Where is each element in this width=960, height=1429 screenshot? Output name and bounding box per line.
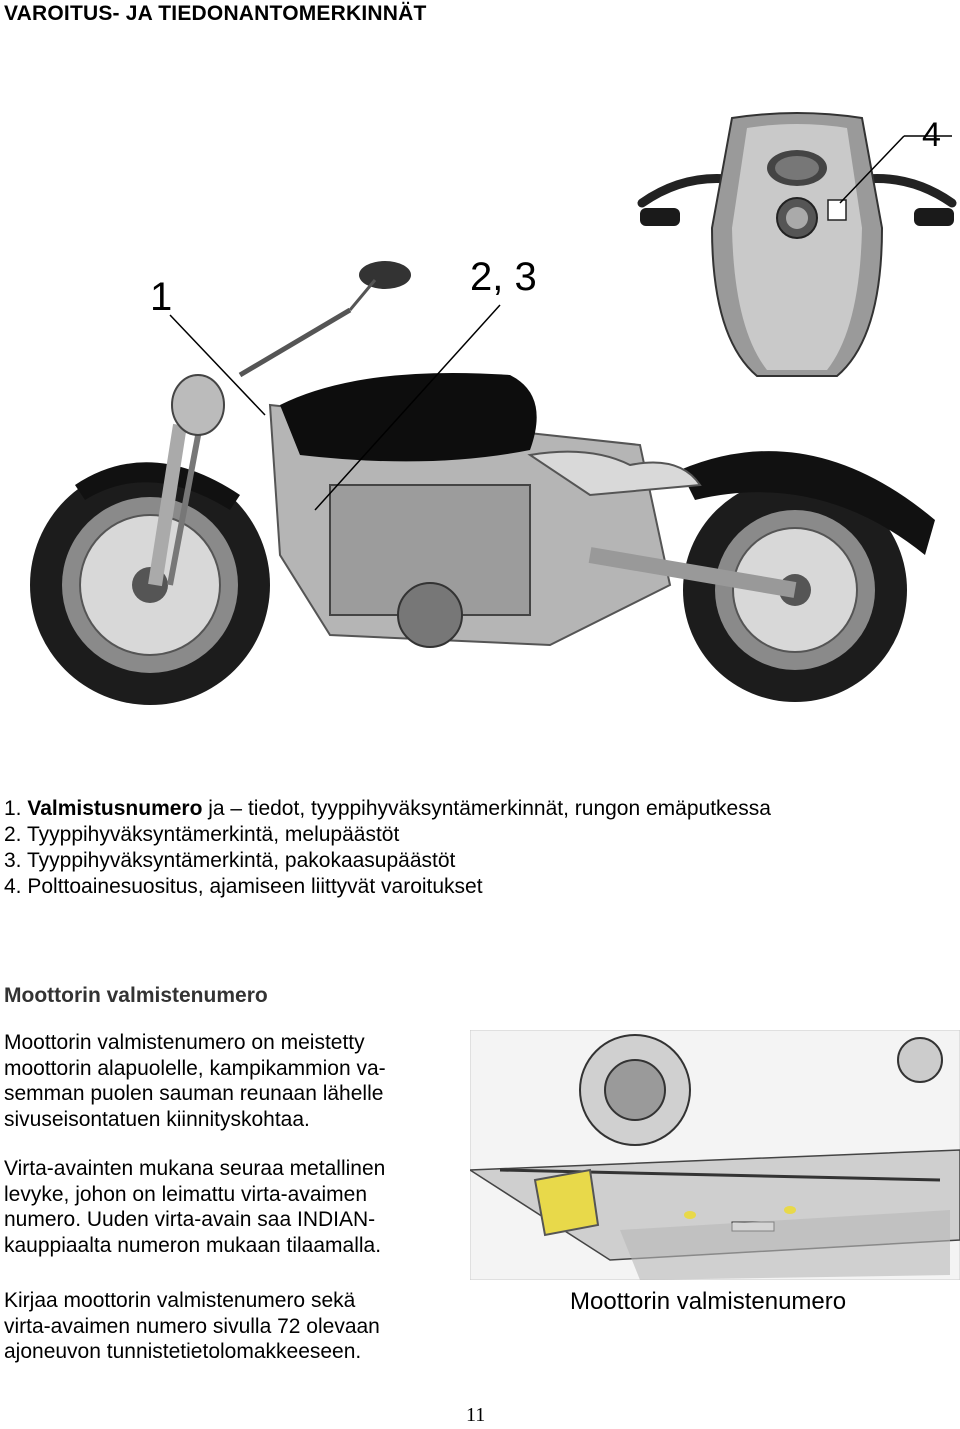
fuel-tank-illustration: 4 xyxy=(632,108,960,378)
callout-4: 4 xyxy=(922,116,941,154)
legend-item-2: 2. Tyyppihyväksyntämerkintä, melupäästöt xyxy=(4,823,400,846)
engine-closeup-illustration xyxy=(470,1030,960,1280)
page-title: VAROITUS- JA TIEDONANTOMERKINNÄT xyxy=(4,2,427,25)
section-heading: Moottorin valmistenumero xyxy=(4,984,268,1007)
paragraph-2: Virta-avainten mukana seuraa metallinen … xyxy=(4,1157,386,1257)
callout-2-3: 2, 3 xyxy=(470,255,537,299)
page-number: 11 xyxy=(466,1404,486,1426)
legend-item-4: 4. Polttoainesuositus, ajamiseen liittyv… xyxy=(4,875,483,898)
label-legend: 1. Valmistusnumero ja – tiedot, tyyppihy… xyxy=(4,796,771,900)
callout-1: 1 xyxy=(150,275,172,319)
paragraph-3: Kirjaa moottorin valmistenumero sekä vir… xyxy=(4,1289,380,1363)
engine-figure-caption: Moottorin valmistenumero xyxy=(570,1288,847,1315)
legend-item-1: 1. Valmistusnumero ja – tiedot, tyyppihy… xyxy=(4,797,771,820)
legend-item-3: 3. Tyyppihyväksyntämerkintä, pakokaasupä… xyxy=(4,849,456,872)
paragraph-1: Moottorin valmistenumero on meistetty mo… xyxy=(4,1031,386,1131)
motorcycle-illustration: 1 2, 3 xyxy=(30,255,935,705)
